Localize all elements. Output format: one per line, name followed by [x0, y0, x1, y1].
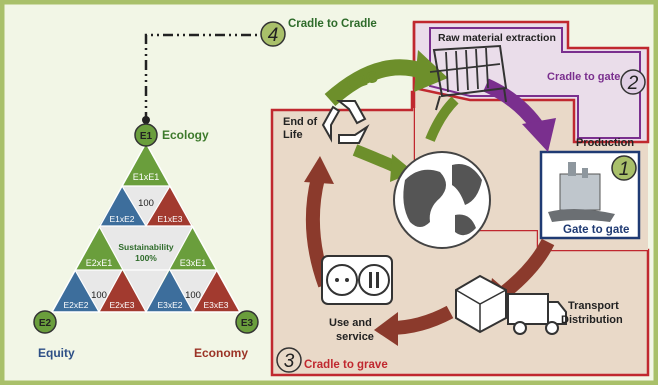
truck-icon [455, 274, 567, 335]
e3-label: E3 [241, 318, 254, 329]
e2-node [33, 310, 57, 334]
cell-e3xe3: E3xE3 [203, 300, 228, 310]
sustainability-triangle [50, 141, 242, 313]
end-of-life-label-line2: Life [283, 129, 303, 141]
svg-text:1: 1 [619, 159, 630, 180]
recycle-icon [321, 100, 370, 144]
sustainability-percent: 100% [135, 253, 157, 263]
e3-node [235, 310, 259, 334]
e1-node [134, 123, 158, 147]
number-badge-2: 2 [620, 69, 646, 95]
crib-icon [429, 44, 508, 111]
cell-e2xe2: E2xE2 [63, 300, 88, 310]
sustainability-label: Sustainability [118, 242, 174, 252]
factory-icon [548, 162, 615, 222]
ecology-label: Ecology [162, 128, 209, 142]
equity-label: Equity [38, 346, 75, 360]
svg-text:4: 4 [268, 25, 279, 46]
transport-arrow [500, 238, 555, 298]
cell-e1xe3: E1xE3 [157, 214, 182, 224]
number-badge-3: 3 [276, 347, 302, 373]
cell-e1xe2: E1xE2 [109, 214, 134, 224]
cell-e3xe1: E3xE1 [180, 258, 207, 268]
svg-text:3: 3 [284, 351, 295, 372]
use-and-label: Use and [329, 317, 372, 329]
cell-e3xe2: E3xE2 [157, 300, 182, 310]
c2c-arrow [324, 59, 428, 107]
globe-icon [393, 151, 491, 249]
svg-text:2: 2 [627, 73, 639, 94]
end-of-life-label-line1: End of [283, 116, 318, 128]
service-label: service [336, 331, 374, 343]
cell-e2xe3: E2xE3 [109, 300, 134, 310]
cradle-to-gate-inner-border [429, 27, 641, 139]
distribution-label: Distribution [561, 314, 623, 326]
economy-label: Economy [194, 346, 248, 360]
cradle-to-grave-label: Cradle to grave [304, 359, 388, 371]
e2-label: E2 [39, 318, 52, 329]
cell-100-left: 100 [91, 290, 107, 301]
cell-100-right: 100 [185, 290, 201, 301]
number-badge-4: 4 [260, 21, 286, 47]
gate-to-gate-label: Gate to gate [563, 224, 629, 236]
cell-100-top: 100 [138, 198, 154, 209]
cradle-to-gate-label: Cradle to gate [547, 71, 620, 83]
cradle-to-cradle-link [144, 33, 262, 122]
raw-material-label: Raw material extraction [438, 32, 556, 44]
power-outlet-icon [321, 255, 393, 305]
cell-e1xe1: E1xE1 [133, 172, 160, 182]
number-badge-1: 1 [611, 155, 637, 181]
cell-e2xe1: E2xE1 [86, 258, 113, 268]
e1-label: E1 [140, 131, 153, 142]
transport-label: Transport [568, 300, 619, 312]
cradle-to-cradle-label: Cradle to Cradle [288, 18, 377, 30]
production-label: Production [576, 137, 634, 149]
